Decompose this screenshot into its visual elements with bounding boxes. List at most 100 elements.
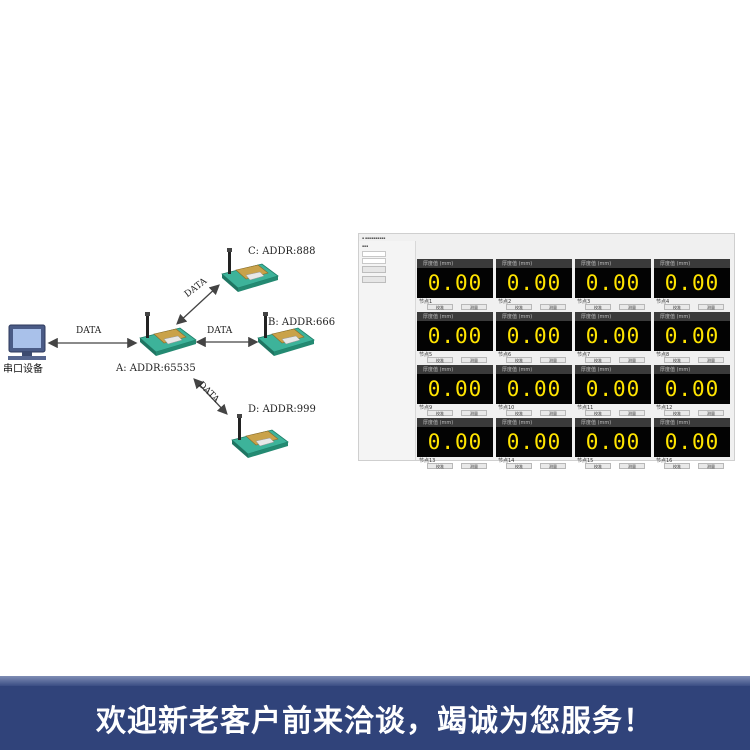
node-header: 厚度值 (mm) (496, 365, 572, 374)
link-label-computer-a: DATA (76, 326, 102, 336)
node-header-label: 厚度值 (mm) (660, 367, 691, 373)
calibrate-button[interactable]: 校准 (585, 410, 611, 416)
measure-button[interactable]: 测量 (540, 304, 566, 310)
thickness-value: 0.00 (585, 324, 641, 348)
thickness-display: 0.00 (496, 427, 572, 457)
node-header-label: 厚度值 (mm) (581, 314, 612, 320)
thickness-display: 0.00 (417, 427, 493, 457)
node-header-label: 厚度值 (mm) (502, 367, 533, 373)
calibrate-button[interactable]: 校准 (506, 357, 532, 363)
thickness-value: 0.00 (585, 377, 641, 401)
port-select[interactable] (362, 251, 386, 257)
computer-icon (8, 324, 46, 360)
node-header: 厚度值 (mm) (496, 312, 572, 321)
measure-button[interactable]: 测量 (619, 304, 645, 310)
network-diagram-graphic (8, 247, 315, 459)
baud-select[interactable] (362, 258, 386, 264)
calibrate-button[interactable]: 校准 (664, 410, 690, 416)
start-button[interactable] (362, 276, 386, 283)
thickness-display: 0.00 (496, 321, 572, 351)
node-header-label: 厚度值 (mm) (423, 367, 454, 373)
thickness-display: 0.00 (575, 427, 651, 457)
thickness-display: 0.00 (417, 374, 493, 404)
node-header: 厚度值 (mm) (575, 259, 651, 268)
measure-button[interactable]: 测量 (540, 463, 566, 469)
calibrate-button[interactable]: 校准 (427, 463, 453, 469)
measure-button[interactable]: 测量 (461, 410, 487, 416)
calibrate-button[interactable]: 校准 (585, 463, 611, 469)
thickness-value: 0.00 (664, 271, 720, 295)
link-a-c (176, 284, 220, 325)
measure-button[interactable]: 测量 (619, 463, 645, 469)
node-header: 厚度值 (mm) (575, 365, 651, 374)
thickness-display: 0.00 (654, 427, 730, 457)
measure-button[interactable]: 测量 (698, 357, 724, 363)
node-header-label: 厚度值 (mm) (660, 420, 691, 426)
calibrate-button[interactable]: 校准 (585, 357, 611, 363)
node-header: 厚度值 (mm) (417, 418, 493, 427)
calibrate-button[interactable]: 校准 (506, 304, 532, 310)
node-name: 节点16 (656, 458, 673, 464)
node-name: 节点1 (419, 299, 433, 305)
calibrate-button[interactable]: 校准 (506, 410, 532, 416)
calibrate-button[interactable]: 校准 (664, 463, 690, 469)
measure-button[interactable]: 测量 (540, 410, 566, 416)
thickness-value: 0.00 (427, 271, 483, 295)
node-header: 厚度值 (mm) (417, 365, 493, 374)
module-a-icon (139, 311, 197, 357)
node-c-address: C: ADDR:888 (248, 246, 316, 257)
thickness-display: 0.00 (417, 268, 493, 298)
measure-button[interactable]: 测量 (698, 304, 724, 310)
measure-button[interactable]: 测量 (461, 463, 487, 469)
thickness-display: 0.00 (654, 321, 730, 351)
node-header-label: 厚度值 (mm) (660, 314, 691, 320)
measure-button[interactable]: 测量 (698, 410, 724, 416)
node-header: 厚度值 (mm) (417, 259, 493, 268)
node-header-label: 厚度值 (mm) (423, 261, 454, 267)
thickness-value: 0.00 (427, 377, 483, 401)
node-name: 节点7 (577, 352, 591, 358)
thickness-display: 0.00 (496, 268, 572, 298)
node-name: 节点4 (656, 299, 670, 305)
measure-button[interactable]: 测量 (461, 304, 487, 310)
calibrate-button[interactable]: 校准 (664, 357, 690, 363)
measure-button[interactable]: 测量 (619, 357, 645, 363)
thickness-display: 0.00 (654, 374, 730, 404)
node-name: 节点15 (577, 458, 594, 464)
calibrate-button[interactable]: 校准 (506, 463, 532, 469)
calibrate-button[interactable]: 校准 (664, 304, 690, 310)
calibrate-button[interactable]: 校准 (427, 304, 453, 310)
node-header: 厚度值 (mm) (654, 259, 730, 268)
measure-button[interactable]: 测量 (540, 357, 566, 363)
node-header: 厚度值 (mm) (654, 418, 730, 427)
node-header-label: 厚度值 (mm) (581, 367, 612, 373)
measure-button[interactable]: 测量 (698, 463, 724, 469)
thickness-value: 0.00 (585, 271, 641, 295)
node-header-label: 厚度值 (mm) (660, 261, 691, 267)
node-header: 厚度值 (mm) (496, 259, 572, 268)
measure-button[interactable]: 测量 (619, 410, 645, 416)
calibrate-button[interactable]: 校准 (427, 357, 453, 363)
thickness-value: 0.00 (664, 377, 720, 401)
calibrate-button[interactable]: 校准 (585, 304, 611, 310)
calibrate-button[interactable]: 校准 (427, 410, 453, 416)
measure-button[interactable]: 测量 (461, 357, 487, 363)
open-port-button[interactable] (362, 266, 386, 273)
node-header-label: 厚度值 (mm) (581, 261, 612, 267)
node-header-label: 厚度值 (mm) (502, 314, 533, 320)
node-b-address: B: ADDR:666 (268, 317, 336, 328)
